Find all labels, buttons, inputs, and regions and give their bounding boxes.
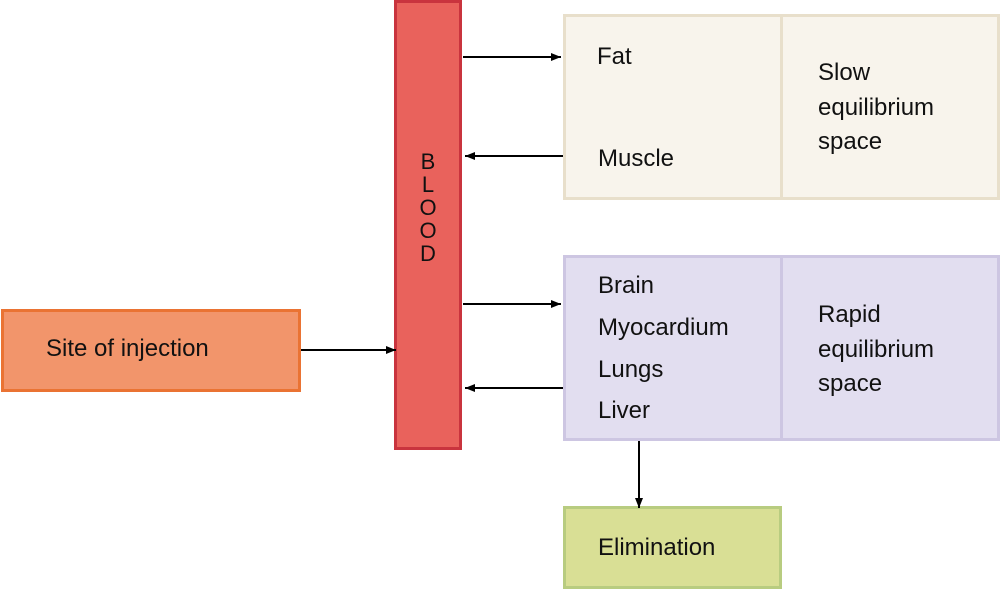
- blood-letter: B: [420, 149, 436, 174]
- elimination-label: Elimination: [598, 534, 716, 561]
- rapid-space-line-2: equilibrium: [818, 336, 935, 363]
- rapid-space-line-3: space: [818, 370, 883, 397]
- blood-letter: D: [420, 241, 436, 266]
- site-of-injection-box: [1, 309, 301, 392]
- rapid-space-box: [780, 255, 1000, 441]
- elimination-box: [563, 506, 782, 589]
- tissue-muscle: Muscle: [598, 145, 675, 172]
- slow-space-line-2: equilibrium: [818, 94, 935, 121]
- tissue-lungs: Lungs: [598, 356, 664, 383]
- slow-tissues-box: [563, 14, 783, 200]
- blood-letter: O: [419, 195, 437, 220]
- tissue-fat: Fat: [597, 43, 632, 70]
- blood-letter: O: [419, 218, 437, 243]
- tissue-myocardium: Myocardium: [598, 314, 729, 341]
- rapid-space-line-1: Rapid: [818, 301, 881, 328]
- slow-space-box: [780, 14, 1000, 200]
- tissue-brain: Brain: [598, 272, 655, 299]
- blood-label: B L O O D: [395, 150, 461, 265]
- site-of-injection-label: Site of injection: [46, 335, 209, 362]
- slow-space-line-3: space: [818, 128, 883, 155]
- blood-column: [394, 0, 462, 450]
- rapid-tissues-box: [563, 255, 783, 441]
- blood-letter: L: [421, 172, 435, 197]
- slow-space-line-1: Slow: [818, 59, 871, 86]
- tissue-liver: Liver: [598, 397, 651, 424]
